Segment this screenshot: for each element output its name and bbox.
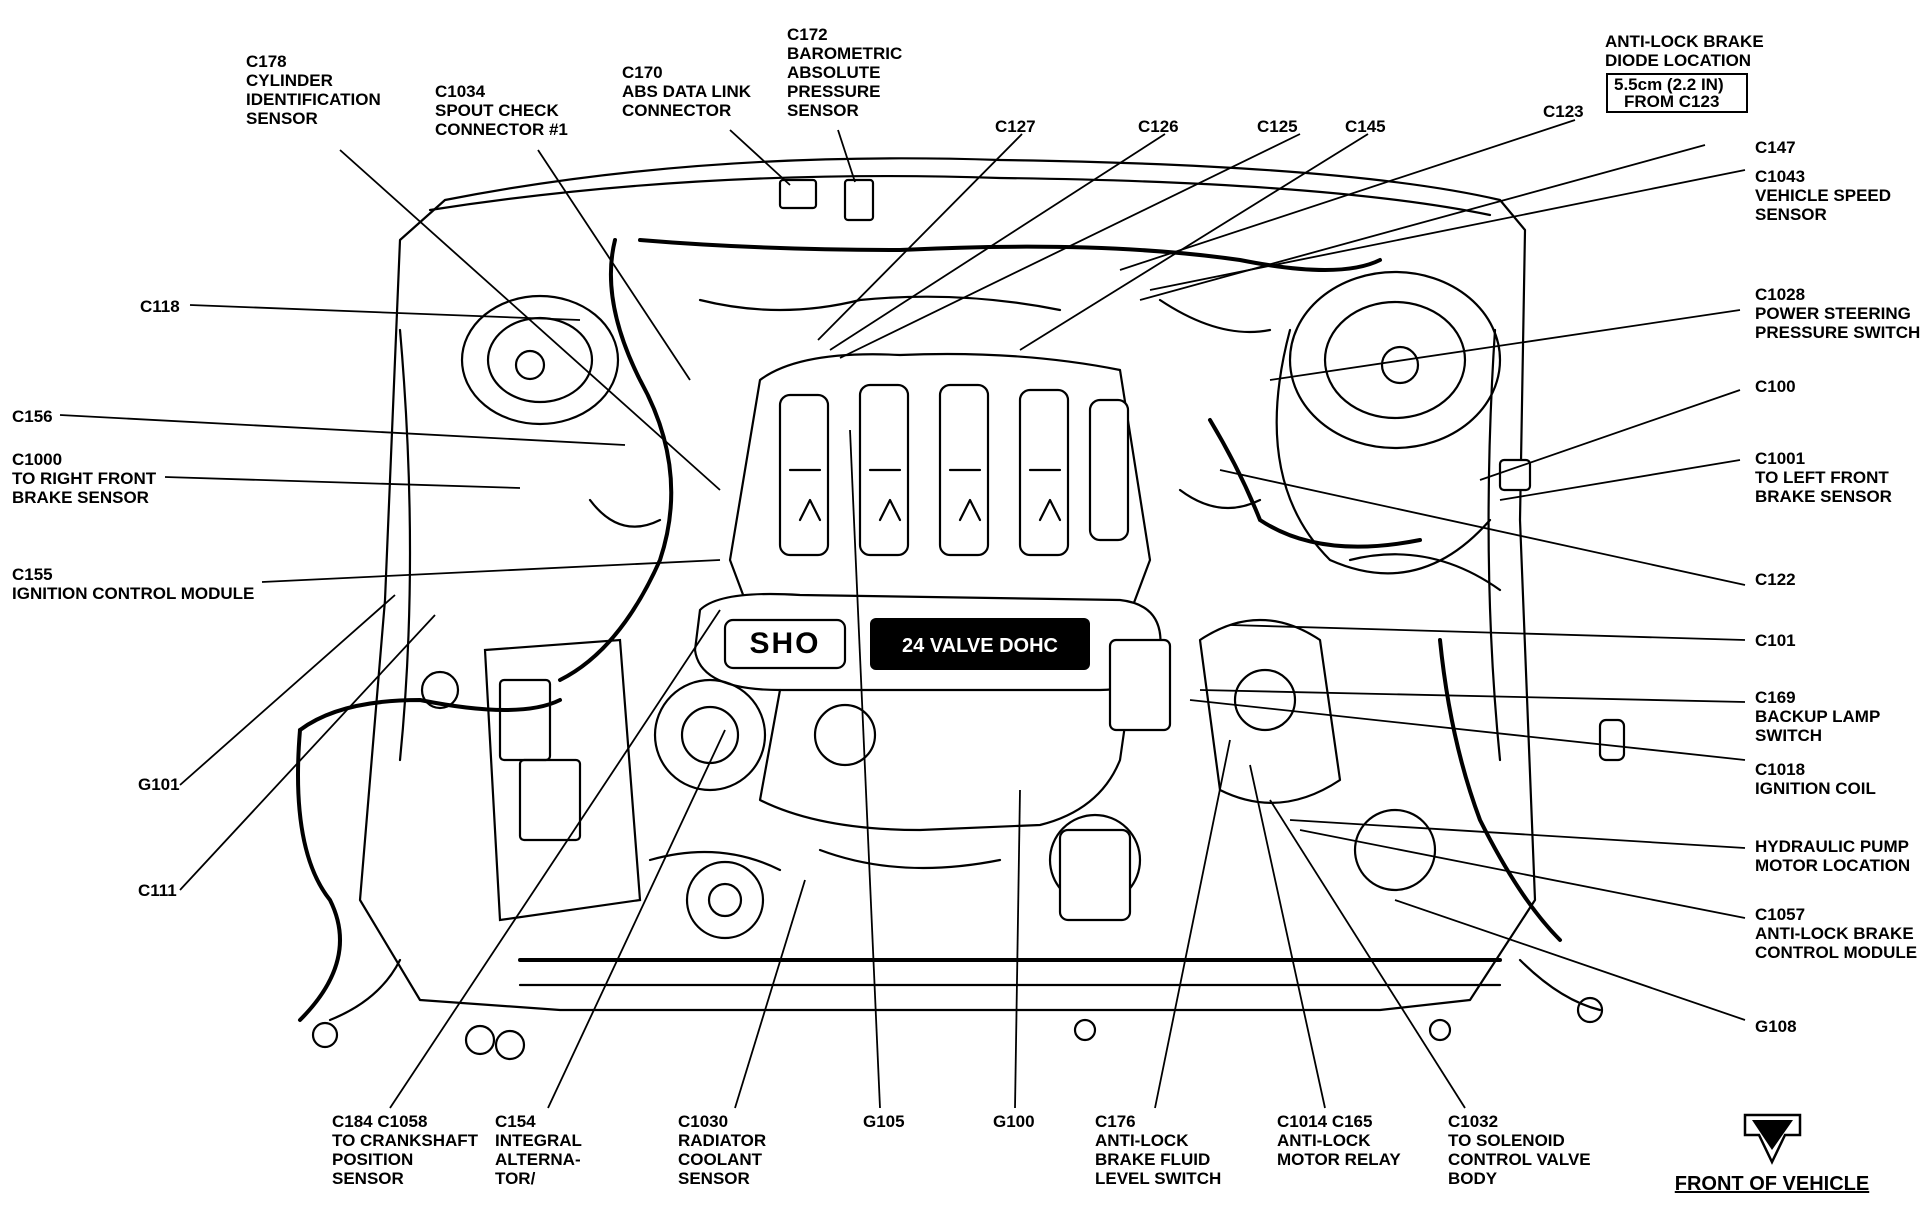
- label-c145: C145: [1345, 117, 1386, 136]
- label-c169: C169 BACKUP LAMP SWITCH: [1755, 688, 1885, 745]
- label-c126: C126: [1138, 117, 1179, 136]
- label-c184-c1058: C184 C1058 TO CRANKSHAFT POSITION SENSOR: [332, 1112, 483, 1188]
- label-c172: C172 BAROMETRIC ABSOLUTE PRESSURE SENSOR: [787, 25, 907, 120]
- label-c155: C155 IGNITION CONTROL MODULE: [12, 565, 254, 603]
- label-c1001: C1001 TO LEFT FRONT BRAKE SENSOR: [1755, 449, 1894, 506]
- label-c111: C111: [138, 881, 177, 900]
- label-g101: G101: [138, 775, 180, 794]
- label-c154: C154 INTEGRAL ALTERNA- TOR/: [495, 1112, 586, 1188]
- label-c1034: C1034 SPOUT CHECK CONNECTOR #1: [435, 82, 568, 139]
- label-c1043: C1043 VEHICLE SPEED SENSOR: [1755, 167, 1896, 224]
- radiator-support: [311, 958, 1604, 1061]
- fuse-relay-block: [1598, 718, 1626, 762]
- right-strut-tower: [460, 294, 620, 426]
- label-c1032: C1032 TO SOLENOID CONTROL VALVE BODY: [1448, 1112, 1595, 1188]
- engine-badge-right: 24 VALVE DOHC: [902, 635, 1058, 657]
- label-c147: C147: [1755, 138, 1796, 157]
- wiring-harness: [296, 238, 1562, 1022]
- label-c101: C101: [1755, 631, 1796, 650]
- engine-block: [648, 638, 1172, 940]
- label-c118: C118: [140, 297, 180, 316]
- engine-drawing: SHO 24 VALVE DOHC: [296, 157, 1626, 1061]
- c172-sensor-block: [843, 178, 875, 222]
- label-g108: G108: [1755, 1017, 1797, 1036]
- label-g100: G100: [993, 1112, 1035, 1131]
- label-c122: C122: [1755, 570, 1796, 589]
- intake-plenum: [728, 352, 1152, 652]
- label-c156: C156: [12, 407, 53, 426]
- label-c127: C127: [995, 117, 1036, 136]
- left-strut-tower: [1275, 270, 1502, 575]
- abs-diode-block: [1498, 458, 1532, 492]
- abs-diode-location-callout: ANTI-LOCK BRAKE DIODE LOCATION 5.5cm (2.…: [1605, 32, 1764, 113]
- label-c1028: C1028 POWER STEERING PRESSURE SWITCH: [1755, 285, 1920, 342]
- c170-connector-block: [778, 178, 818, 210]
- engine-badge-left: SHO: [749, 627, 820, 660]
- abs-hydraulic-unit: [1198, 553, 1502, 892]
- label-c1030: C1030 RADIATOR COOLANT SENSOR: [678, 1112, 771, 1188]
- callout-labels: C178 CYLINDER IDENTIFICATION SENSOR C103…: [12, 25, 1920, 1188]
- label-c123: C123: [1543, 102, 1584, 121]
- leader-lines: [59, 119, 1746, 1109]
- label-c176: C176 ANTI-LOCK BRAKE FLUID LEVEL SWITCH: [1095, 1112, 1221, 1188]
- label-c125: C125: [1257, 117, 1298, 136]
- abs-diode-distance: 5.5cm (2.2 IN): [1614, 75, 1724, 94]
- label-c100: C100: [1755, 377, 1796, 396]
- label-c1000: C1000 TO RIGHT FRONT BRAKE SENSOR: [12, 450, 161, 507]
- label-c170: C170 ABS DATA LINK CONNECTOR: [622, 63, 756, 120]
- label-hydraulic-pump: HYDRAULIC PUMP MOTOR LOCATION: [1755, 837, 1913, 875]
- front-of-vehicle-label: FRONT OF VEHICLE: [1675, 1173, 1869, 1195]
- abs-diode-title-2: DIODE LOCATION: [1605, 51, 1751, 70]
- abs-diode-box: [1606, 73, 1748, 113]
- label-g105: G105: [863, 1112, 905, 1131]
- abs-diode-from: FROM C123: [1624, 92, 1719, 111]
- label-c1014-c165: C1014 C165 ANTI-LOCK MOTOR RELAY: [1277, 1112, 1401, 1169]
- abs-diode-title-1: ANTI-LOCK BRAKE: [1605, 32, 1764, 51]
- front-of-vehicle-indicator: FRONT OF VEHICLE: [1675, 1113, 1869, 1195]
- label-c1057: C1057 ANTI-LOCK BRAKE CONTROL MODULE: [1755, 905, 1918, 962]
- cam-cover: SHO 24 VALVE DOHC: [693, 592, 1162, 692]
- label-c178: C178 CYLINDER IDENTIFICATION SENSOR: [246, 52, 385, 128]
- label-c1018: C1018 IGNITION COIL: [1755, 760, 1876, 798]
